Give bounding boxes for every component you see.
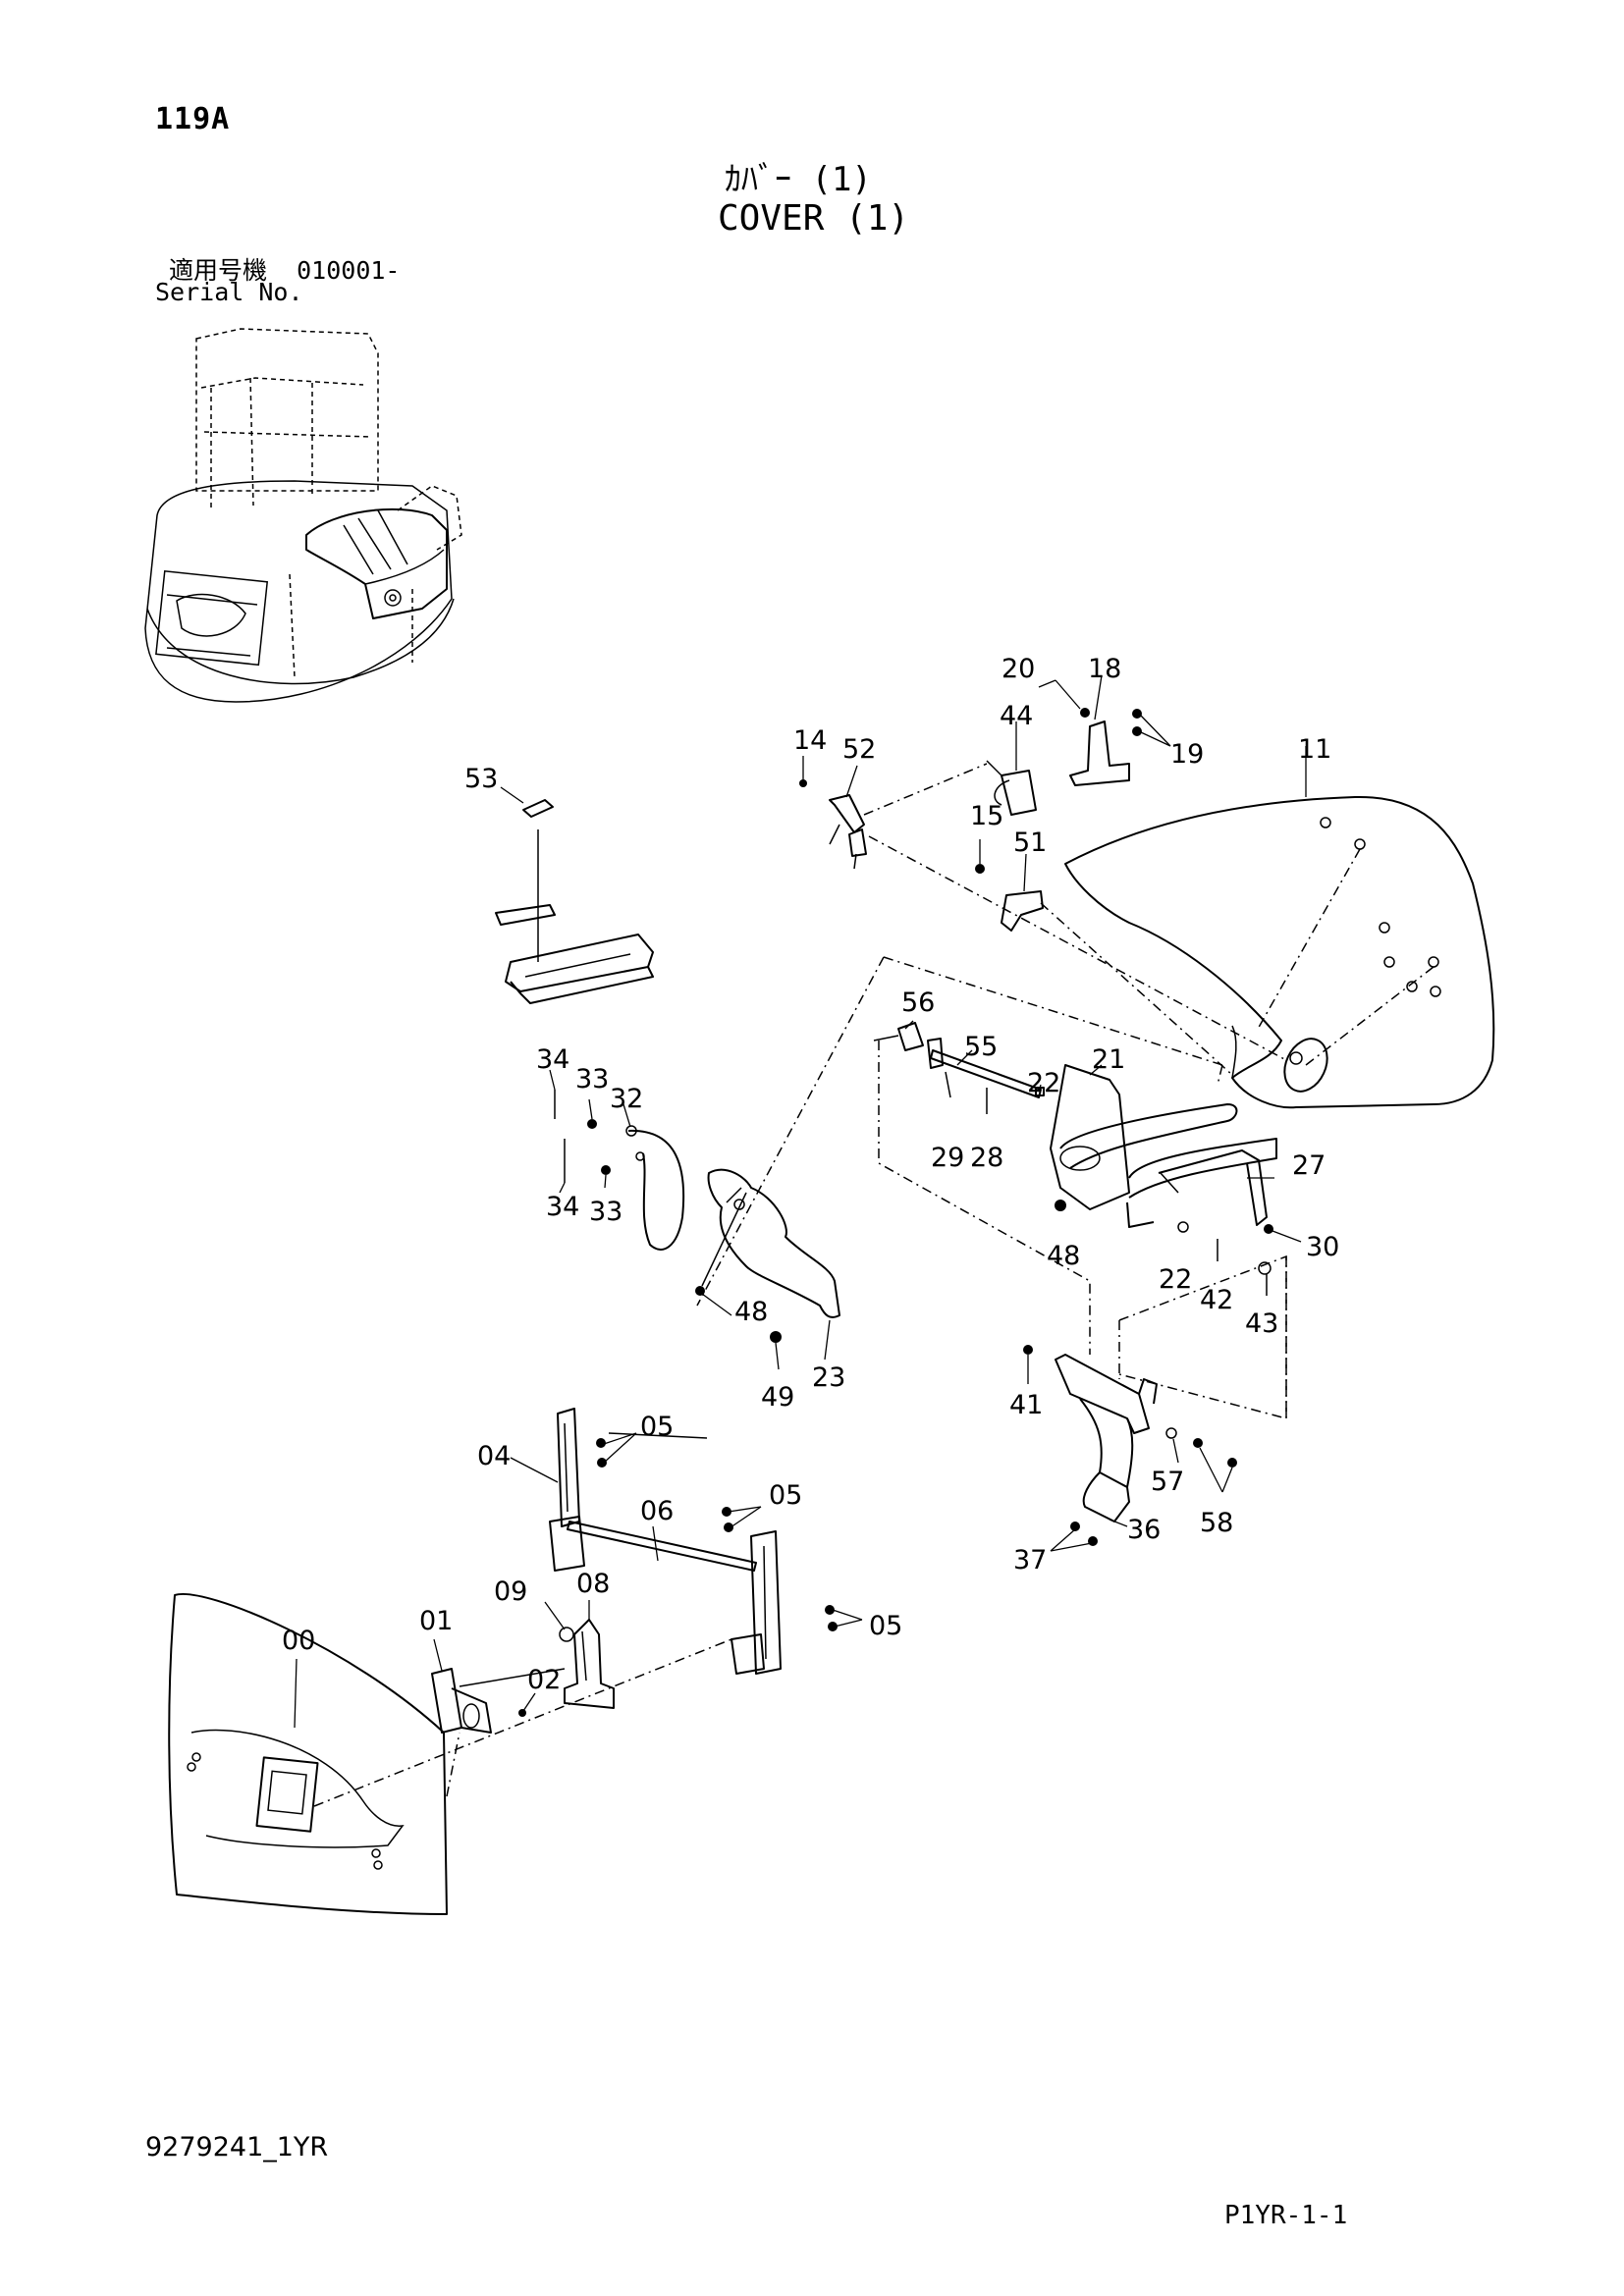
callout-15: 15 [970, 801, 1003, 831]
part-44-latch [986, 760, 1037, 816]
callout-57: 57 [1151, 1467, 1184, 1497]
part-11-side-cover [1064, 795, 1495, 1109]
part-18-bracket [1069, 708, 1142, 786]
callout-00: 00 [282, 1626, 315, 1656]
serial-label-japanese: 適用号機 [169, 256, 268, 285]
part-32-wire [627, 1129, 685, 1251]
page-title: COVER (1) [718, 198, 910, 239]
document-code: 9279241_1YR [145, 2132, 329, 2163]
callout-33-top: 33 [575, 1064, 609, 1095]
part-00-front-cover [168, 1593, 448, 1915]
callout-37: 37 [1013, 1545, 1047, 1575]
callout-05-a: 05 [640, 1412, 674, 1442]
callout-02: 02 [527, 1665, 561, 1695]
callout-05-c: 05 [869, 1611, 902, 1641]
part-01-lock [431, 1668, 492, 1734]
leader-lines [294, 674, 1307, 1729]
page-number: 119A [155, 102, 231, 136]
callout-30: 30 [1306, 1232, 1339, 1262]
part-51-catch [975, 864, 1044, 932]
callout-49: 49 [761, 1382, 794, 1413]
callout-28: 28 [970, 1143, 1003, 1173]
part-04-hinge-right [731, 1530, 782, 1675]
callout-48-right: 48 [1047, 1241, 1080, 1271]
callout-43: 43 [1245, 1308, 1278, 1339]
callout-55: 55 [964, 1032, 998, 1062]
callout-11: 11 [1298, 734, 1331, 765]
callout-56: 56 [901, 988, 935, 1018]
callout-36: 36 [1127, 1515, 1161, 1545]
callout-08: 08 [576, 1569, 610, 1599]
callout-18: 18 [1088, 654, 1121, 684]
callout-32: 32 [610, 1084, 643, 1114]
callout-41: 41 [1009, 1390, 1043, 1420]
callout-14: 14 [793, 725, 827, 756]
part-53-step [495, 799, 654, 1004]
part-55-shaft [927, 1038, 1042, 1098]
callout-53: 53 [464, 764, 498, 794]
callout-52: 52 [842, 734, 876, 765]
part-52-lock [799, 779, 867, 870]
callout-42: 42 [1200, 1285, 1233, 1315]
callout-44: 44 [1000, 701, 1033, 731]
part-21-hinge-body [1050, 1064, 1277, 1228]
callout-01: 01 [419, 1606, 453, 1636]
callout-34-bottom: 34 [546, 1192, 579, 1222]
callout-22-bottom: 22 [1159, 1264, 1192, 1295]
serial-value: 010001- [297, 256, 401, 285]
callout-06: 06 [640, 1496, 674, 1526]
callout-04: 04 [477, 1441, 511, 1471]
part-06-rod [567, 1521, 757, 1572]
callout-29: 29 [931, 1143, 964, 1173]
part-04-hinge-left [549, 1408, 585, 1572]
callout-48-left: 48 [734, 1297, 768, 1327]
machine-overview-sketch [144, 328, 462, 703]
callout-22-top: 22 [1027, 1068, 1060, 1098]
callout-05-b: 05 [769, 1480, 802, 1511]
callout-33-bottom: 33 [589, 1197, 623, 1227]
part-23-plate [701, 1168, 840, 1318]
callout-58: 58 [1200, 1508, 1233, 1538]
serial-label: Serial No. [155, 278, 303, 306]
page-reference: P1YR-1-1 [1224, 2201, 1348, 2230]
part-08-handle-bracket [564, 1619, 615, 1709]
callout-20: 20 [1001, 654, 1035, 684]
callout-19: 19 [1170, 739, 1204, 770]
callout-27: 27 [1292, 1150, 1326, 1181]
callout-23: 23 [812, 1362, 845, 1393]
callout-51: 51 [1013, 828, 1047, 858]
callout-34-top: 34 [536, 1044, 569, 1075]
callout-09: 09 [494, 1576, 527, 1607]
serial-range: 適用号機 010001- [169, 251, 400, 287]
callout-labels: 20 18 19 11 14 52 44 15 51 53 56 55 22 2… [282, 654, 1339, 1695]
part-56-washer [873, 1022, 924, 1051]
part-27-rod [1158, 1149, 1273, 1234]
page-title-japanese: ｶﾊﾞｰ (1) [725, 160, 872, 199]
part-36-support-bracket [1055, 1354, 1158, 1522]
callout-21: 21 [1092, 1044, 1125, 1075]
